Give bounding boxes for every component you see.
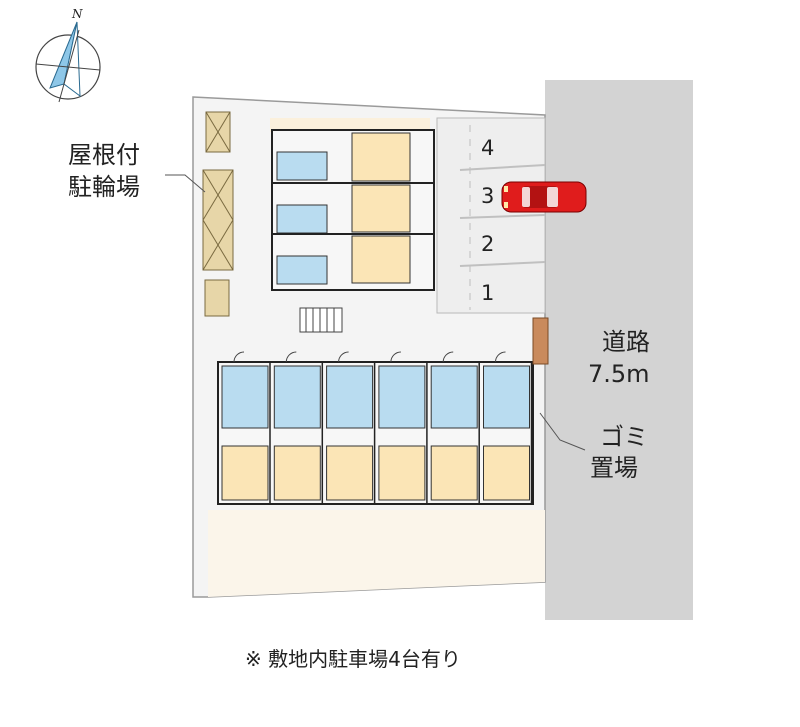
south-yard xyxy=(208,510,545,597)
apartment-unit xyxy=(378,351,428,504)
bicycle-parking-label-line1: 屋根付 xyxy=(68,141,140,169)
apartment-unit xyxy=(273,351,324,504)
compass-north-label: N xyxy=(71,7,83,21)
north-building xyxy=(271,129,435,291)
staircase xyxy=(299,307,343,333)
road-label-line2: 7.5m xyxy=(588,360,650,388)
footnote: ※ 敷地内駐車場4台有り xyxy=(245,647,461,671)
apartment-unit xyxy=(430,351,480,504)
garbage-label-line1: ゴミ xyxy=(600,423,648,451)
parking-lot: 1 2 3 4 xyxy=(436,117,546,314)
parking-space-1-label: 1 xyxy=(481,281,494,305)
watermark-brand: SEIKA xyxy=(720,698,764,716)
bicycle-leader-line xyxy=(165,174,206,193)
compass-icon: N xyxy=(35,7,101,103)
garbage-area xyxy=(532,317,549,365)
apartment-unit xyxy=(483,351,533,504)
garbage-label-line2: 置場 xyxy=(590,454,638,482)
road-label-line1: 道路 xyxy=(602,328,650,356)
south-building xyxy=(217,351,534,505)
apartment-unit xyxy=(326,351,376,504)
garbage-leader-line xyxy=(539,412,586,451)
apartment-unit xyxy=(221,351,271,504)
parking-space-2-label: 2 xyxy=(481,232,494,256)
bicycle-parking xyxy=(202,111,234,317)
road xyxy=(545,80,693,620)
car-icon xyxy=(501,181,587,213)
bicycle-parking-label-line2: 駐輪場 xyxy=(68,173,140,201)
watermark-code: 041719 xyxy=(690,706,747,724)
parking-space-4-label: 4 xyxy=(481,136,494,160)
parking-space-3-label: 3 xyxy=(481,184,494,208)
north-strip xyxy=(270,118,430,132)
